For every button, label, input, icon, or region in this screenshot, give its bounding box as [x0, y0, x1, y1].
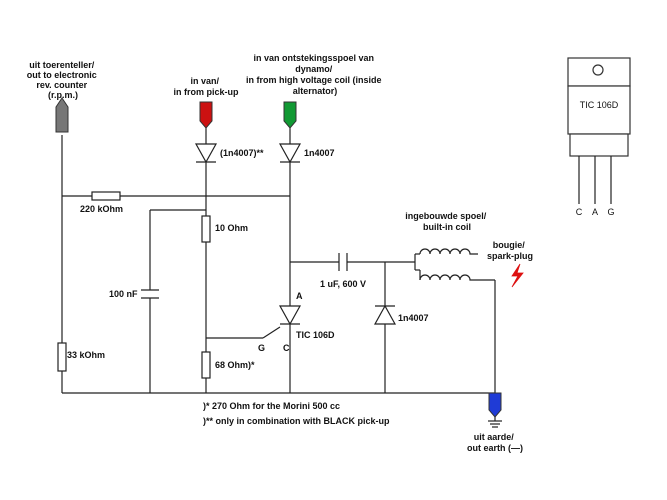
label-hv-coil: in van ontstekingsspoel van dynamo/ in f…	[246, 53, 384, 96]
capacitor-100n	[140, 289, 160, 299]
label-spark-plug: bougie/ spark-plug	[487, 240, 533, 261]
label-pin-g: G	[258, 343, 265, 353]
label-diode-shunt: 1n4007	[398, 313, 429, 323]
label-pin-a: A	[296, 291, 303, 301]
package-pin-g-label: G	[607, 207, 614, 217]
terminal-pickup	[199, 101, 213, 129]
wire-gate-diag	[262, 326, 281, 339]
terminal-earth	[488, 392, 502, 428]
label-pickup: in van/ in from pick-up	[174, 76, 240, 97]
wiring	[61, 128, 496, 394]
terminal-hv	[283, 101, 297, 129]
label-r-33k: 33 kOhm	[67, 350, 105, 360]
labels: uit toerenteller/ out to electronic rev.…	[27, 53, 533, 453]
note-1: )* 270 Ohm for the Morini 500 cc	[203, 401, 340, 411]
label-diode-coil: 1n4007	[304, 148, 335, 158]
resistor-220k	[91, 191, 121, 201]
builtin-coil	[415, 248, 478, 281]
label-thyristor: TIC 106D	[296, 330, 335, 340]
resistor-68-ohm	[201, 351, 211, 379]
terminal-rev-counter	[55, 97, 69, 133]
resistor-10-ohm	[201, 215, 211, 243]
note-2: )** only in combination with BLACK pick-…	[203, 416, 390, 426]
label-r-10: 10 Ohm	[215, 223, 248, 233]
lightning-spark-icon	[511, 263, 524, 288]
label-pin-c: C	[283, 343, 290, 353]
ground-symbol-icon	[488, 417, 502, 428]
resistor-33k	[57, 342, 67, 372]
package-pin-c-label: C	[576, 207, 583, 217]
label-r-68: 68 Ohm)*	[215, 360, 255, 370]
label-r-220k: 220 kOhm	[80, 204, 123, 214]
label-c-1u: 1 uF, 600 V	[320, 279, 366, 289]
diode-shunt	[373, 304, 397, 325]
package-name: TIC 106D	[580, 100, 619, 110]
label-rev-counter: uit toerenteller/ out to electronic rev.…	[27, 60, 100, 100]
label-diode-pickup: (1n4007)**	[220, 148, 264, 158]
label-earth: uit aarde/ out earth (—)	[467, 432, 523, 453]
diode-coil	[278, 143, 302, 164]
label-c-100n: 100 nF	[109, 289, 138, 299]
label-builtin-coil: ingebouwde spoel/ built-in coil	[405, 211, 489, 232]
package-pin-a-label: A	[592, 207, 598, 217]
thyristor-tic106d	[278, 305, 302, 326]
diode-pickup	[194, 143, 218, 164]
package-tic106d: TIC 106D C A G	[567, 57, 631, 217]
capacitor-1u	[338, 252, 348, 272]
